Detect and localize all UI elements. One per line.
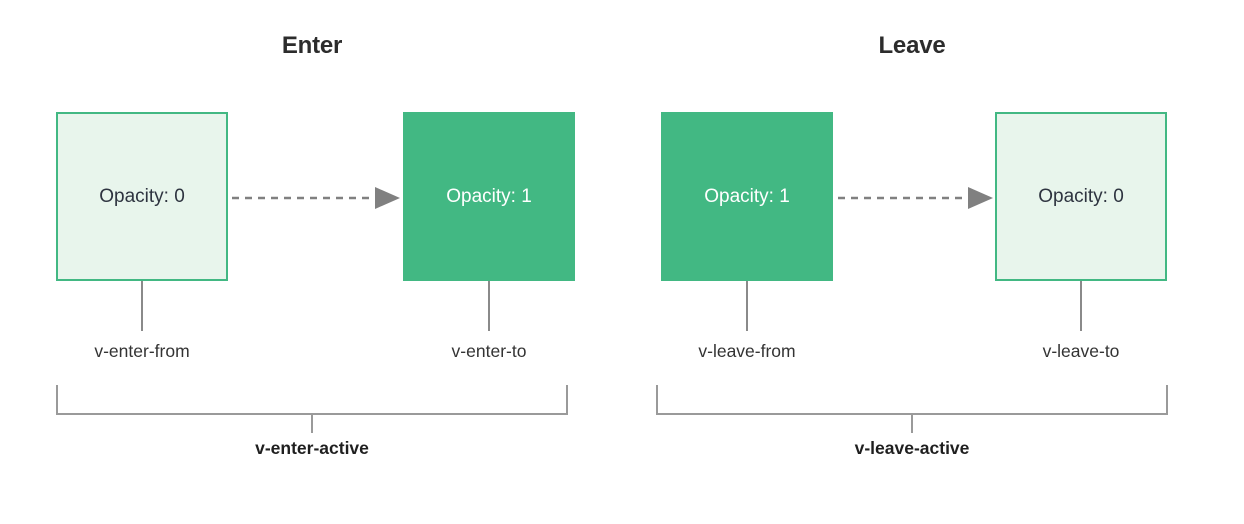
pin-label-v-leave-to: v-leave-to [1042,341,1120,361]
active-label-v-leave-active: v-leave-active [854,438,970,458]
transition-arrow-leave [838,185,993,211]
leader-line-enter-to [488,281,490,331]
opacity-label: Opacity: 0 [99,186,185,207]
active-label-v-enter-active: v-enter-active [255,438,369,458]
bracket-leave-active [656,385,1168,415]
leader-line-leave-to [1080,281,1082,331]
pin-label-v-enter-to: v-enter-to [451,341,527,361]
section-title-leave: Leave [878,32,946,59]
state-box-enter-to: Opacity: 1 [403,112,575,281]
pin-label-v-leave-from: v-leave-from [698,341,796,361]
bracket-enter-active [56,385,568,415]
transition-arrow-enter [232,185,400,211]
opacity-label: Opacity: 1 [704,186,790,207]
state-box-leave-to: Opacity: 0 [995,112,1167,281]
section-title-enter: Enter [281,32,343,59]
pin-label-v-enter-from: v-enter-from [94,341,190,361]
leader-line-leave-from [746,281,748,331]
leader-line-enter-from [141,281,143,331]
opacity-label: Opacity: 1 [446,186,532,207]
state-box-leave-from: Opacity: 1 [661,112,833,281]
bracket-stem-leave [911,415,913,433]
opacity-label: Opacity: 0 [1038,186,1124,207]
state-box-enter-from: Opacity: 0 [56,112,228,281]
bracket-stem-enter [311,415,313,433]
